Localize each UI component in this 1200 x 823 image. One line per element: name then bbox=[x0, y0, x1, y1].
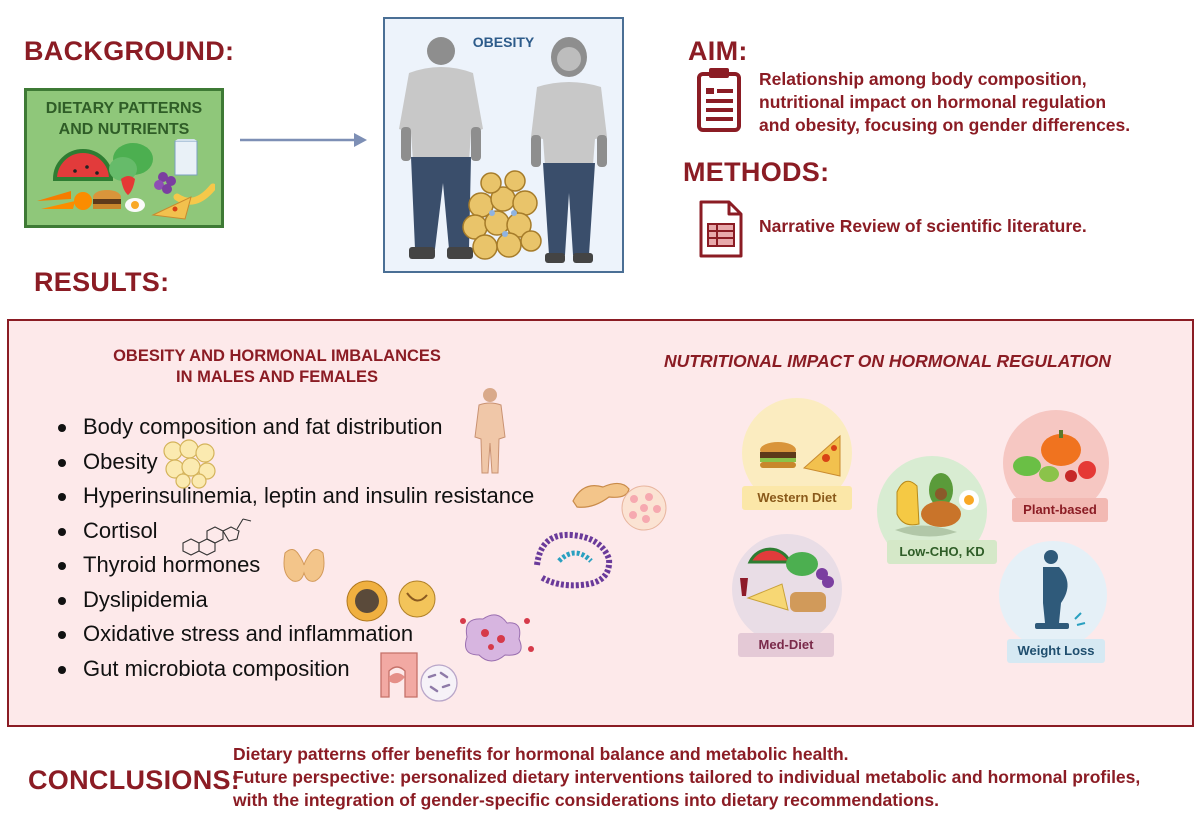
cortisol-molecule-icon bbox=[182, 518, 252, 556]
spreadsheet-document-icon bbox=[699, 200, 743, 258]
aim-heading: AIM: bbox=[688, 36, 748, 66]
methods-text: Narrative Review of scientific literatur… bbox=[759, 216, 1087, 236]
conclusions-heading: CONCLUSIONS: bbox=[28, 765, 241, 795]
list-item: Cortisol bbox=[55, 514, 534, 549]
list-item: Oxidative stress and inflammation bbox=[55, 617, 534, 652]
med-diet-illustration bbox=[732, 534, 842, 636]
low-cho-diet-label: Low-CHO, KD bbox=[887, 540, 997, 564]
aim-text: Relationship among body composition, nut… bbox=[759, 68, 1130, 137]
body-figure-icon bbox=[474, 388, 506, 474]
aim-text-line: and obesity, focusing on gender differen… bbox=[759, 115, 1131, 135]
microbiota-icon bbox=[420, 664, 458, 702]
weight-loss-illustration bbox=[999, 541, 1107, 641]
conclusions-text-line: Future perspective: personalized dietary… bbox=[233, 767, 1141, 787]
dietary-patterns-title-line2: AND NUTRIENTS bbox=[58, 121, 190, 138]
results-panel: OBESITY AND HORMONAL IMBALANCES IN MALES… bbox=[7, 319, 1194, 727]
plant-based-diet-illustration bbox=[1003, 410, 1109, 498]
hormonal-imbalances-title-line2: IN MALES AND FEMALES bbox=[176, 368, 378, 386]
inflammation-cells-icon bbox=[460, 614, 534, 662]
aim-text-line: Relationship among body composition, bbox=[759, 69, 1087, 89]
nutritional-impact-title: NUTRITIONAL IMPACT ON HORMONAL REGULATIO… bbox=[664, 351, 1111, 371]
background-heading: BACKGROUND: bbox=[24, 36, 235, 66]
conclusions-text-line: with the integration of gender-specific … bbox=[233, 790, 939, 810]
western-diet-label: Western Diet bbox=[742, 486, 852, 510]
list-item: Thyroid hormones bbox=[55, 548, 534, 583]
low-cho-diet-illustration bbox=[877, 456, 987, 552]
list-item: Body composition and fat distribution bbox=[55, 410, 534, 445]
obesity-title: OBESITY bbox=[472, 34, 535, 50]
hormonal-imbalances-title: OBESITY AND HORMONAL IMBALANCES IN MALES… bbox=[27, 346, 527, 388]
pancreas-icon bbox=[572, 482, 630, 508]
thyroid-icon bbox=[283, 549, 325, 582]
weight-loss-label: Weight Loss bbox=[1007, 639, 1105, 663]
results-bullet-list: Body composition and fat distribution Ob… bbox=[55, 410, 534, 686]
lipoprotein-icon bbox=[346, 580, 436, 622]
list-item: Obesity bbox=[55, 445, 534, 480]
clipboard-icon bbox=[697, 68, 741, 132]
conclusions-text-line: Dietary patterns offer benefits for horm… bbox=[233, 744, 849, 764]
dietary-patterns-title-line1: DIETARY PATTERNS bbox=[45, 100, 203, 117]
list-item: Gut microbiota composition bbox=[55, 652, 534, 687]
list-item: Hyperinsulinemia, leptin and insulin res… bbox=[55, 479, 534, 514]
conclusions-text: Dietary patterns offer benefits for horm… bbox=[233, 743, 1140, 812]
food-assortment-illustration bbox=[37, 139, 215, 220]
plant-based-diet-label: Plant-based bbox=[1012, 498, 1108, 522]
intestine-icon bbox=[380, 652, 418, 698]
leptin-chain-icon bbox=[534, 531, 613, 589]
methods-heading: METHODS: bbox=[683, 157, 830, 187]
fat-cells-icon bbox=[163, 439, 216, 489]
list-item: Dyslipidemia bbox=[55, 583, 534, 618]
arrow-icon bbox=[240, 133, 367, 147]
dietary-patterns-title: DIETARY PATTERNS AND NUTRIENTS bbox=[27, 98, 221, 140]
obese-figures-illustration bbox=[399, 37, 607, 263]
dietary-patterns-box: DIETARY PATTERNS AND NUTRIENTS bbox=[24, 88, 224, 228]
western-diet-illustration bbox=[742, 398, 852, 496]
med-diet-label: Med-Diet bbox=[738, 633, 834, 657]
results-heading: RESULTS: bbox=[34, 267, 170, 297]
aim-text-line: nutritional impact on hormonal regulatio… bbox=[759, 92, 1107, 112]
insulin-cells-icon bbox=[621, 485, 667, 531]
hormonal-imbalances-title-line1: OBESITY AND HORMONAL IMBALANCES bbox=[113, 347, 441, 365]
obesity-box: OBESITY bbox=[383, 17, 624, 273]
